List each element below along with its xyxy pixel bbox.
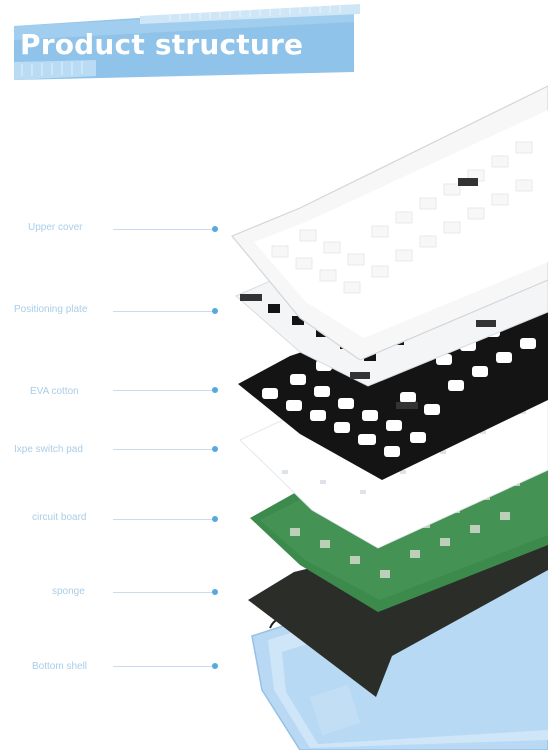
leader-dot-ixpe-switch-pad xyxy=(212,446,218,452)
leader-dot-sponge xyxy=(212,589,218,595)
leader-line-bottom-shell xyxy=(113,666,215,667)
label-upper-cover: Upper cover xyxy=(28,222,83,233)
leader-dot-positioning-plate xyxy=(212,308,218,314)
leader-dot-upper-cover xyxy=(212,226,218,232)
leader-dot-circuit-board xyxy=(212,516,218,522)
leader-line-sponge xyxy=(113,592,215,593)
leader-dot-eva-cotton xyxy=(212,387,218,393)
leader-line-eva-cotton xyxy=(113,390,215,391)
label-bottom-shell: Bottom shell xyxy=(32,661,88,672)
leader-line-circuit-board xyxy=(113,519,215,520)
title-banner xyxy=(14,4,360,80)
label-ixpe-switch-pad: Ixpe switch pad xyxy=(14,444,83,455)
label-eva-cotton: EVA cotton xyxy=(30,386,79,397)
upper-cover-layer xyxy=(231,85,548,361)
label-sponge: sponge xyxy=(52,586,85,597)
label-circuit-board: circuit board xyxy=(32,512,87,523)
label-positioning-plate: Positioning plate xyxy=(14,304,88,315)
leader-dot-bottom-shell xyxy=(212,663,218,669)
leader-line-positioning-plate xyxy=(113,311,215,312)
page-title: Product structure xyxy=(20,28,304,61)
leader-line-ixpe-switch-pad xyxy=(113,449,215,450)
leader-line-upper-cover xyxy=(113,229,215,230)
